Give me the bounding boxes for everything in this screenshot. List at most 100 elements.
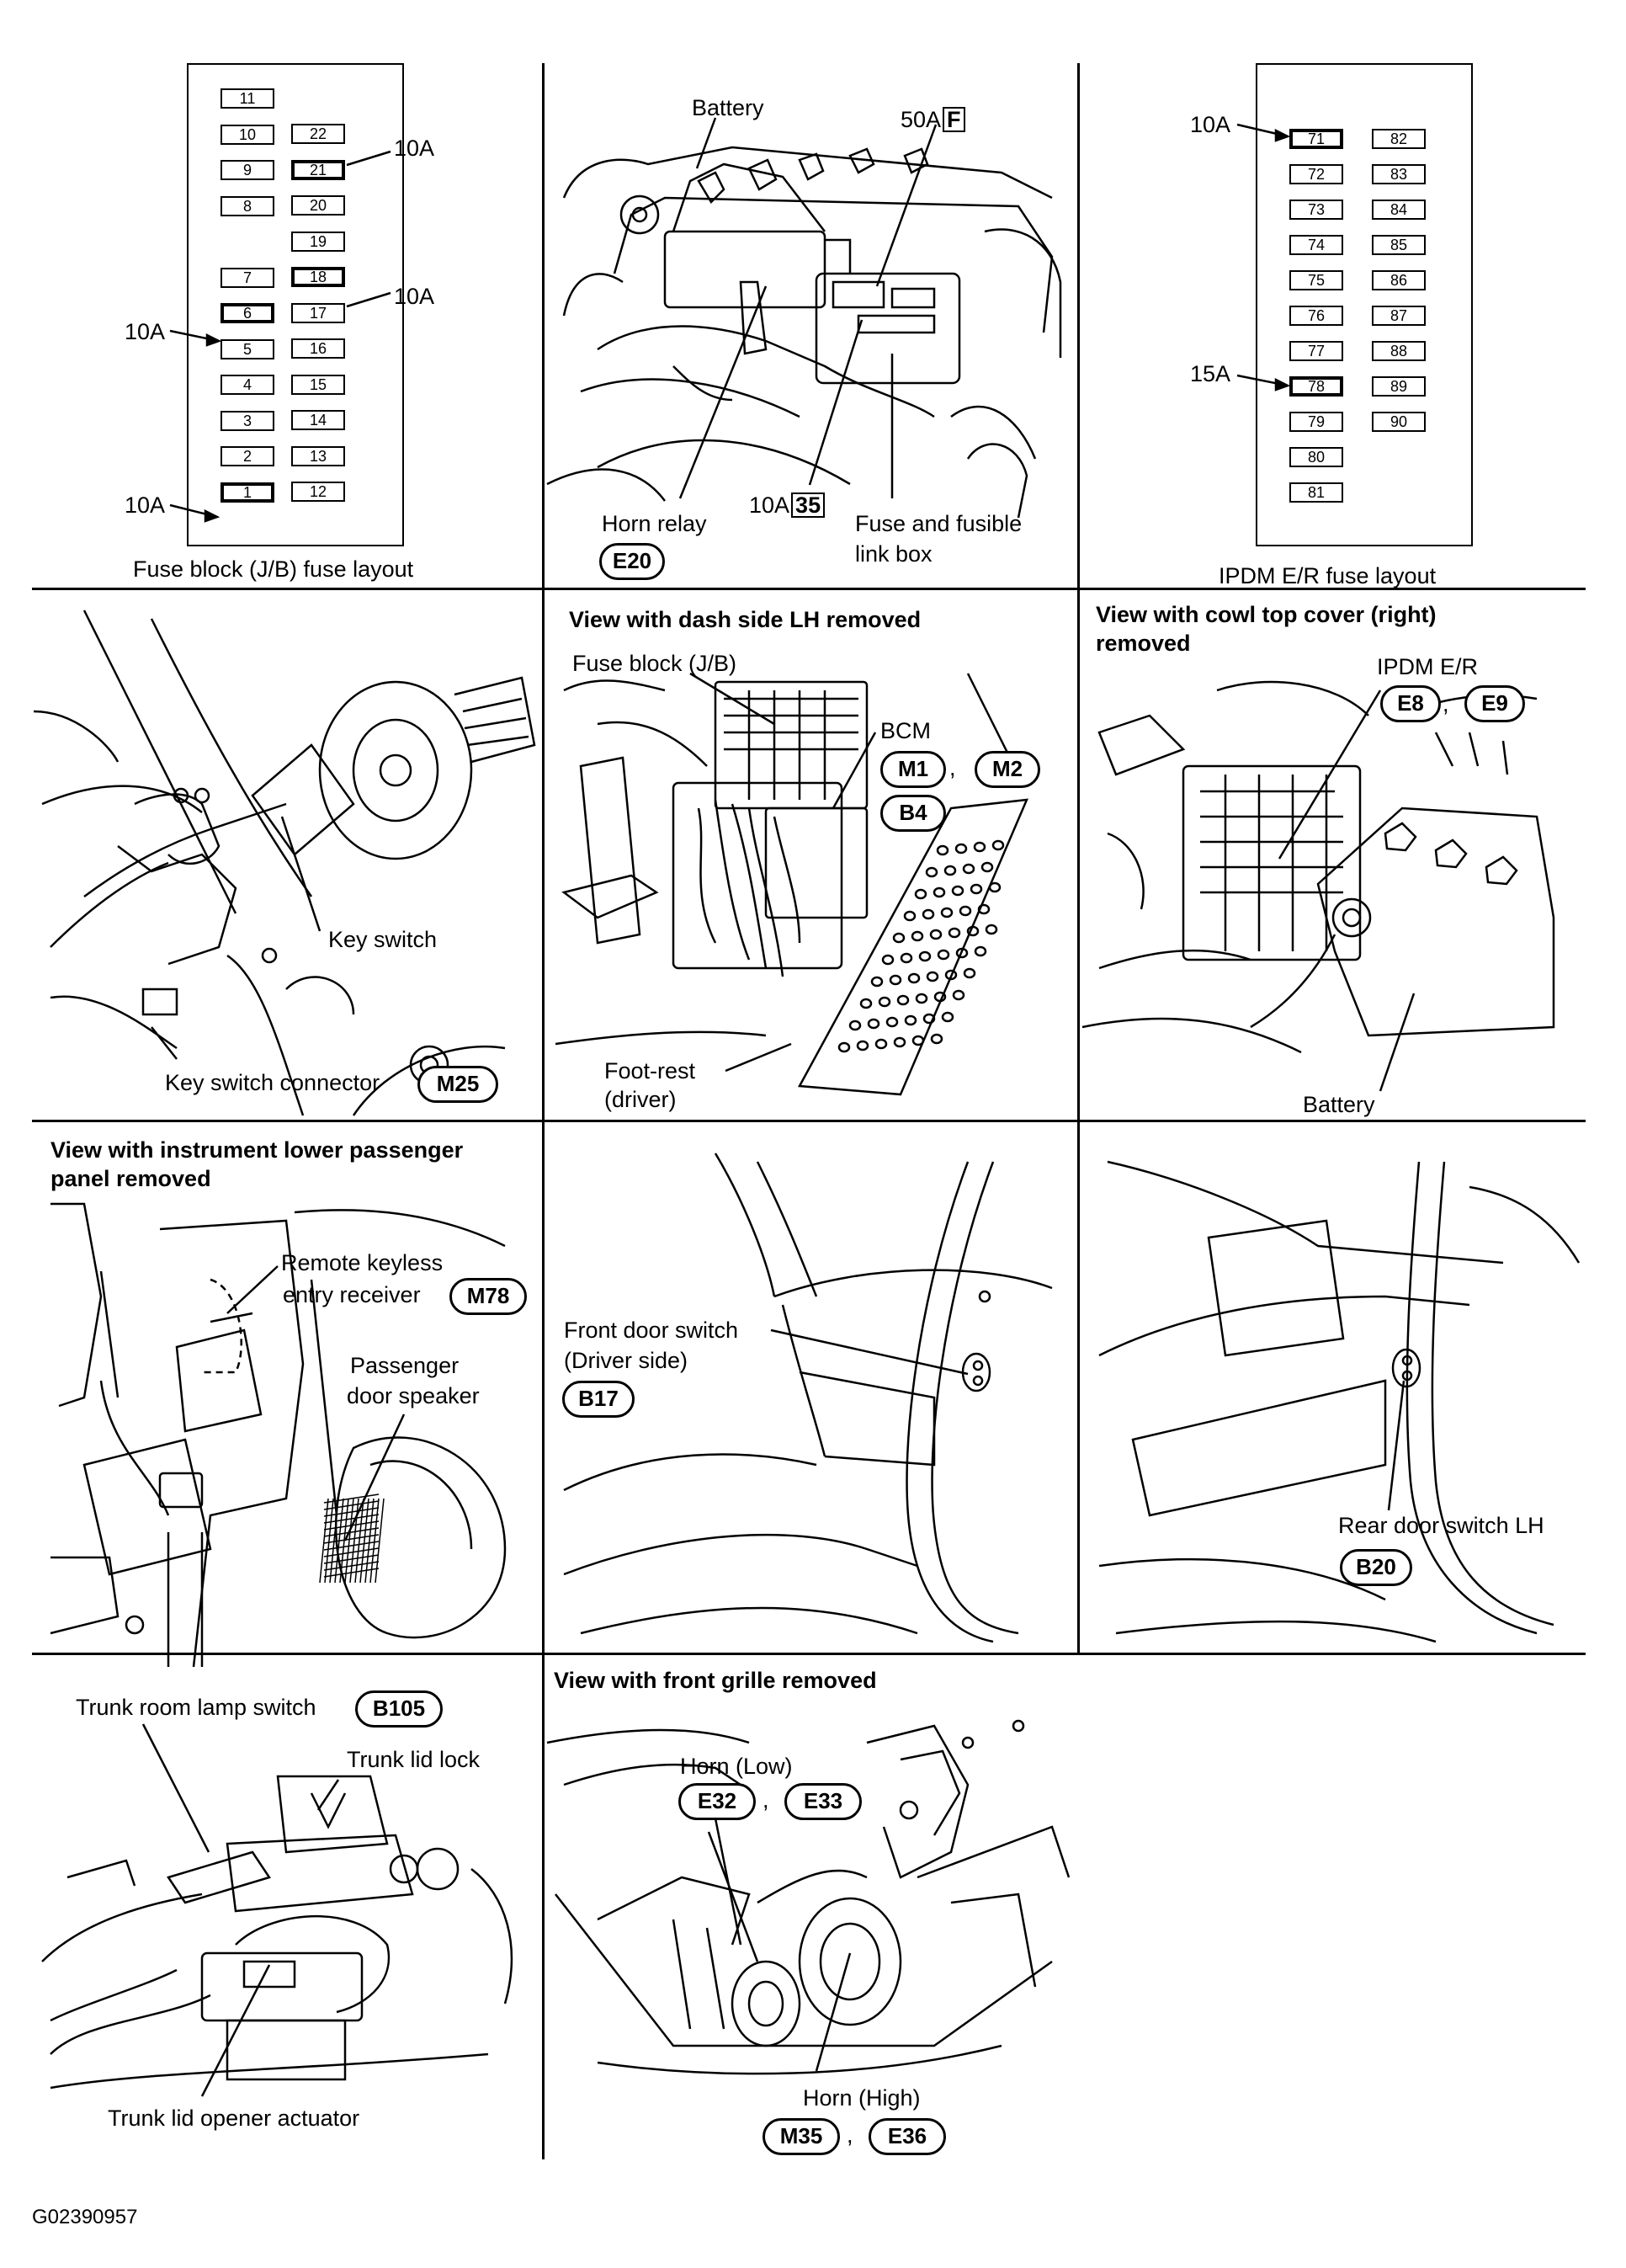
footrest-hole [973, 841, 986, 853]
instrument-lower-callout-lines [202, 1265, 406, 1541]
footrest-hole [951, 885, 964, 897]
footrest-hole [870, 976, 884, 988]
fuse-9: 9 [221, 160, 274, 180]
footrest-hole [896, 994, 910, 1006]
horn-low-conn-e32: E32 [678, 1783, 756, 1820]
footrest-hole [848, 1020, 862, 1031]
speaker-grille [319, 1493, 385, 1584]
fuse-22: 22 [291, 124, 345, 144]
footrest-hole [962, 863, 975, 875]
footrest-hole [911, 1035, 925, 1046]
dash-bcm-label: BCM [880, 718, 931, 743]
grid-vline-left [542, 63, 545, 2159]
fuse-19: 19 [291, 231, 345, 252]
footrest-hole [966, 925, 980, 937]
key-switch-connector-label: Key switch connector [165, 1070, 380, 1095]
rear-door-illustration [1098, 1160, 1581, 1643]
fuse-89: 89 [1372, 376, 1426, 397]
horn-relay-label: Horn relay [602, 511, 707, 536]
battery-engine-illustration [546, 146, 1062, 519]
fuse-76: 76 [1289, 306, 1343, 326]
footrest-hole [948, 927, 961, 939]
footrest-hole [893, 1036, 906, 1048]
fuse-82: 82 [1372, 129, 1426, 149]
trunk-illustration [41, 1775, 513, 2090]
footrest-hole [837, 1041, 851, 1053]
fuse-79: 79 [1289, 412, 1343, 432]
footrest-hole [922, 1013, 936, 1025]
footrest-hole [915, 993, 928, 1004]
fuse-box-label-line2: link box [855, 541, 933, 567]
fuse-81: 81 [1289, 482, 1343, 503]
footrest-hole [930, 1033, 943, 1045]
fuse-4: 4 [221, 375, 274, 395]
grid-hline-1 [32, 588, 1586, 590]
footrest-hole [933, 886, 946, 898]
footrest-hole [929, 929, 943, 940]
fuse-75: 75 [1289, 270, 1343, 290]
footrest-hole [988, 881, 1002, 893]
cowl-battery-label: Battery [1303, 1092, 1375, 1117]
fuse-6: 6 [221, 303, 274, 323]
instrument-lower-title-line2: panel removed [50, 1166, 211, 1191]
battery-label: Battery [692, 95, 764, 120]
front-door-switch-label-line2: (Driver side) [564, 1348, 688, 1373]
passenger-speaker-label-line2: door speaker [347, 1383, 480, 1408]
ipdm-fuse-block-outline [1256, 63, 1473, 546]
front-grille-callout-lines [707, 1831, 852, 2072]
footrest-hole [874, 1038, 888, 1050]
fuse-1: 1 [221, 482, 274, 503]
footrest-hole [944, 969, 958, 981]
front-door-switch-connector: B17 [562, 1381, 635, 1418]
fuse-88: 88 [1372, 341, 1426, 361]
footrest-hole [937, 949, 950, 961]
front-door-switch-label-line1: Front door switch [564, 1318, 739, 1343]
rear-door-callout-lines [1387, 1380, 1405, 1511]
dash-side-footrest-dots [837, 839, 1005, 1053]
horn-high-conn-m35: M35 [763, 2118, 840, 2155]
grid-vline-right [1077, 63, 1080, 1654]
fuse-15: 15 [291, 374, 345, 395]
instrument-lower-title-line1: View with instrument lower passenger [50, 1137, 464, 1163]
footrest-hole [980, 861, 994, 873]
footrest-hole [940, 907, 954, 918]
footrest-hole [936, 844, 949, 856]
rear-door-switch-label: Rear door switch LH [1338, 1513, 1544, 1538]
footrest-hole [904, 1014, 917, 1026]
horn-relay-connector: E20 [599, 543, 665, 580]
fuse-11: 11 [221, 88, 274, 109]
footrest-hole [903, 910, 917, 922]
footrest-hole [925, 866, 938, 878]
footrest-hole [881, 954, 895, 966]
dash-bcm-conn-m1: M1 [880, 751, 946, 788]
figure-id: G02390957 [32, 2206, 138, 2228]
footrest-hole [914, 888, 927, 900]
footrest-hole [889, 974, 902, 986]
rear-door-switch-connector: B20 [1340, 1549, 1412, 1586]
horn-high-separator: , [847, 2122, 853, 2148]
fuse-14: 14 [291, 410, 345, 430]
fuse-20: 20 [291, 195, 345, 216]
jb-fuse-block-outline [187, 63, 404, 546]
footrest-hole [867, 1018, 880, 1030]
fuse-50a-value: 50A [901, 107, 942, 132]
fuse-16: 16 [291, 338, 345, 359]
fuse-5: 5 [221, 338, 274, 359]
cowl-top-title-line1: View with cowl top cover (right) [1096, 602, 1437, 627]
remote-keyless-connector: M78 [449, 1278, 527, 1315]
fuse-72: 72 [1289, 164, 1343, 184]
remote-keyless-label-line2: entry receiver [283, 1282, 421, 1307]
dash-side-illustration [555, 673, 1028, 1096]
ipdm-callout-lines [1236, 123, 1291, 391]
dash-bcm-conn-b4: B4 [880, 795, 946, 832]
dash-footrest-label-line2: (driver) [604, 1087, 677, 1112]
front-grille-title: View with front grille removed [554, 1668, 877, 1693]
ipdm-fuse-caption: IPDM E/R fuse layout [1219, 563, 1437, 588]
key-switch-callout-lines [151, 816, 321, 1060]
jb-callout-21: 10A [394, 136, 435, 161]
footrest-hole [974, 945, 987, 957]
jb-callout-1: 10A [125, 492, 166, 518]
footrest-hole [952, 989, 965, 1001]
footrest-hole [856, 1040, 869, 1051]
